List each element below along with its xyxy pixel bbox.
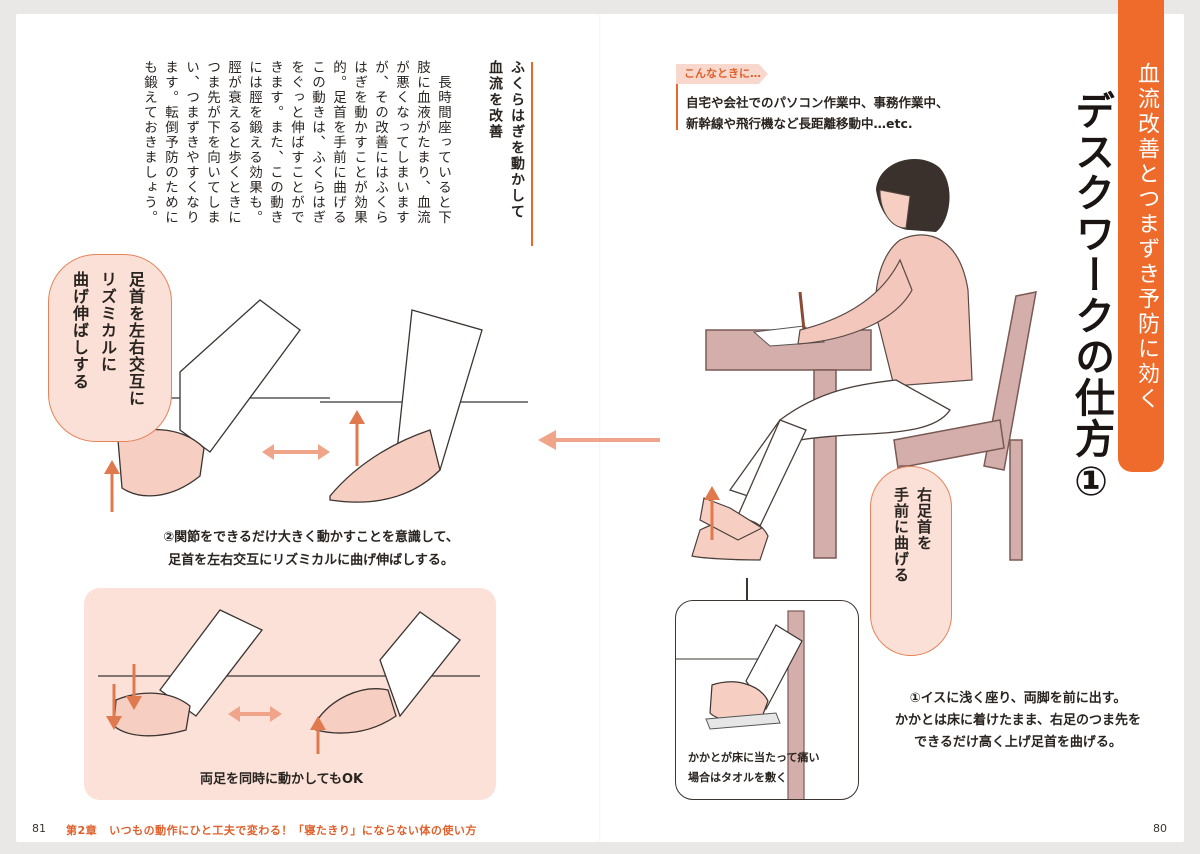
leg-a bbox=[179, 299, 301, 453]
sub-heading: ふくらはぎを動かして 血流を改善 bbox=[487, 60, 525, 220]
chair-seat bbox=[893, 419, 1005, 469]
left-foot bbox=[699, 497, 764, 541]
page-number-right: 80 bbox=[1153, 822, 1167, 835]
desk-chair-illustration bbox=[705, 291, 1037, 563]
page-number-left: 81 bbox=[32, 822, 46, 835]
running-footer: 第2章いつもの動作にひと工夫で変わる！「寝たきり」にならない体の使い方 bbox=[66, 822, 477, 838]
bubble-right-text: 右足首を 手前に曲げる bbox=[892, 487, 933, 583]
body-text: 長時間座っていると下 肢に血液がたまり、血流 が悪くなってしまいます が、その改… bbox=[141, 60, 451, 225]
woman-figure bbox=[691, 159, 973, 561]
face bbox=[879, 189, 911, 229]
inset-illustration bbox=[676, 610, 805, 799]
situations-text: 自宅や会社でのパソコン作業中、事務作業中、 新幹線や飛行機など長距離移動中…et… bbox=[686, 95, 949, 131]
foot-b bbox=[329, 429, 441, 503]
title-band bbox=[1118, 0, 1164, 472]
speech-bubble-right: 右足首を 手前に曲げる bbox=[870, 466, 952, 656]
tag-rule bbox=[676, 70, 678, 130]
inset-pointer bbox=[746, 578, 748, 602]
arm bbox=[797, 258, 913, 345]
bubble-left-text: 足首を左右交互に リズミカルに 曲げ伸ばしする bbox=[70, 271, 145, 407]
inset-caption: かかとが床に当たって痛い 場合はタオルを敷く bbox=[688, 751, 820, 784]
running-title: いつもの動作にひと工夫で変わる！「寝たきり」にならない体の使い方 bbox=[109, 824, 477, 837]
chair-leg-back bbox=[1009, 439, 1023, 561]
gutter bbox=[599, 14, 601, 842]
running-chapter: 第2章 bbox=[66, 824, 98, 837]
speech-bubble-left: 足首を左右交互に リズミカルに 曲げ伸ばしする bbox=[48, 254, 172, 442]
feet-illustration-left bbox=[104, 299, 528, 512]
arrows-right-page bbox=[538, 430, 720, 540]
title-band-text: 血流改善とつまずき予防に効く bbox=[1134, 62, 1159, 412]
step2-caption: ②関節をできるだけ大きく動かすことを意識して、 足首を左右交互にリズミカルに曲げ… bbox=[163, 530, 459, 568]
page-title: デスクワークの仕方① bbox=[1068, 90, 1114, 506]
towel-inset bbox=[675, 600, 859, 800]
pen bbox=[798, 291, 806, 331]
situation-tag: こんなときに… bbox=[676, 64, 768, 84]
pink-box-caption: 両足を同時に動かしてもOK bbox=[200, 772, 364, 787]
step1-caption: ①イスに浅く座り、両脚を前に出す。 かかとは床に着けたまま、右足のつま先を でき… bbox=[894, 691, 1142, 750]
sub-heading-rule bbox=[531, 62, 533, 246]
